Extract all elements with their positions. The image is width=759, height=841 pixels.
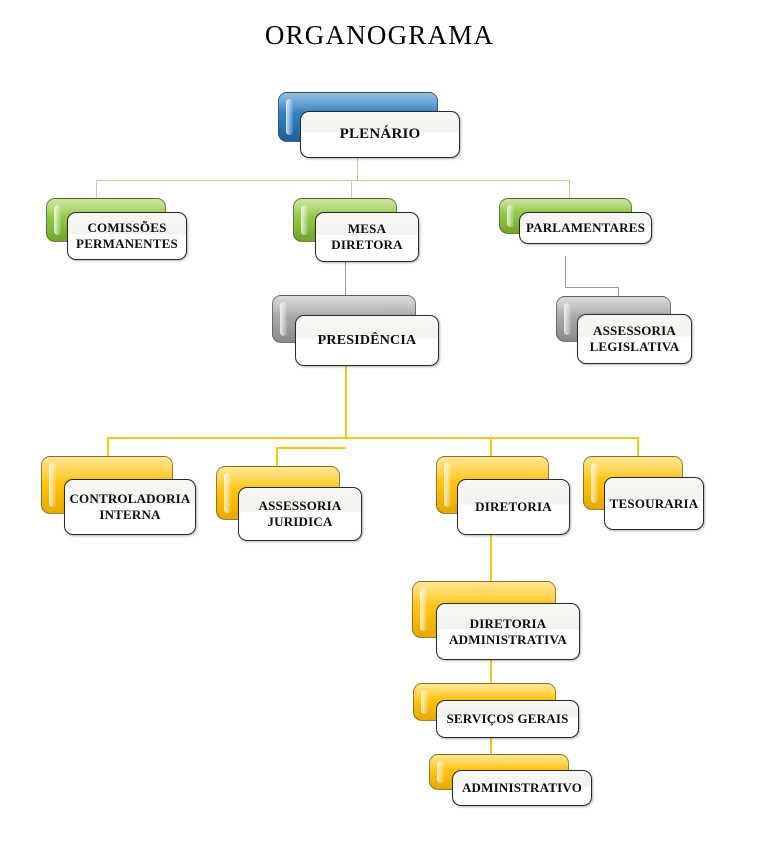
- node-diretoria-administrativa[interactable]: DIRETORIA ADMINISTRATIVA: [412, 581, 580, 660]
- node-diretoria-label: DIRETORIA: [475, 499, 552, 515]
- node-presidencia-card: PRESIDÊNCIA: [295, 315, 439, 366]
- connector-to-diretoria: [490, 437, 492, 458]
- connector-parlamentares-run: [565, 287, 619, 288]
- node-administrativo[interactable]: ADMINISTRATIVO: [429, 754, 592, 806]
- connector-servicos-to-administrativo: [490, 738, 492, 754]
- node-assessoria-legislativa-card: ASSESSORIA LEGISLATIVA: [577, 314, 692, 364]
- connector-to-assessoria-legislativa: [618, 287, 619, 299]
- node-mesa-diretora-label: MESA DIRETORA: [331, 221, 403, 252]
- node-tesouraria-card: TESOURARIA: [604, 477, 704, 530]
- node-controladoria-interna[interactable]: CONTROLADORIA INTERNA: [41, 456, 196, 535]
- connector-to-parlamentares: [569, 180, 570, 203]
- node-assessoria-legislativa[interactable]: ASSESSORIA LEGISLATIVA: [556, 296, 692, 364]
- node-plenario[interactable]: PLENÁRIO: [278, 92, 460, 158]
- node-servicos-gerais-label: SERVIÇOS GERAIS: [446, 711, 569, 727]
- node-presidencia[interactable]: PRESIDÊNCIA: [272, 295, 439, 366]
- node-presidencia-label: PRESIDÊNCIA: [317, 332, 417, 348]
- node-controladoria-interna-card: CONTROLADORIA INTERNA: [64, 479, 196, 535]
- page-title: ORGANOGRAMA: [264, 20, 495, 50]
- node-mesa-diretora-card: MESA DIRETORA: [315, 212, 419, 262]
- connector-presidencia-stem: [345, 366, 347, 439]
- node-administrativo-card: ADMINISTRATIVO: [452, 770, 592, 806]
- connector-to-comissoes: [96, 180, 97, 203]
- connector-to-tesouraria: [637, 437, 639, 458]
- node-administrativo-label: ADMINISTRATIVO: [461, 780, 583, 796]
- node-diretoria-administrativa-card: DIRETORIA ADMINISTRATIVA: [436, 603, 580, 660]
- node-assessoria-juridica-label: ASSESSORIA JURIDICA: [258, 498, 342, 529]
- node-diretoria-administrativa-label: DIRETORIA ADMINISTRATIVA: [449, 615, 567, 647]
- connector-plenario-stem: [357, 156, 358, 181]
- connector-to-assessoria-juridica: [276, 447, 278, 468]
- connector-to-controladoria: [107, 437, 109, 458]
- connector-assessoria-juridica-run: [276, 447, 346, 449]
- connector-mesa-to-presidencia: [345, 262, 346, 296]
- node-comissoes[interactable]: COMISSÕES PERMANENTES: [46, 198, 187, 260]
- node-plenario-label: PLENÁRIO: [339, 126, 421, 143]
- node-servicos-gerais[interactable]: SERVIÇOS GERAIS: [413, 683, 579, 738]
- connector-diretoria-to-administrativa: [490, 534, 492, 583]
- node-comissoes-card: COMISSÕES PERMANENTES: [67, 212, 187, 260]
- connector-to-mesa: [351, 180, 352, 203]
- node-mesa-diretora[interactable]: MESA DIRETORA: [293, 198, 419, 262]
- connector-administrativa-to-servicos: [490, 660, 492, 683]
- node-plenario-card: PLENÁRIO: [300, 111, 460, 158]
- connector-level2-bus: [96, 180, 570, 181]
- node-tesouraria[interactable]: TESOURARIA: [583, 456, 704, 530]
- node-parlamentares-label: PARLAMENTARES: [525, 220, 646, 236]
- node-parlamentares[interactable]: PARLAMENTARES: [499, 198, 652, 248]
- node-servicos-gerais-card: SERVIÇOS GERAIS: [436, 700, 579, 738]
- node-comissoes-label: COMISSÕES PERMANENTES: [76, 220, 178, 251]
- node-parlamentares-card: PARLAMENTARES: [519, 212, 652, 244]
- node-tesouraria-label: TESOURARIA: [609, 495, 699, 511]
- node-assessoria-juridica[interactable]: ASSESSORIA JURIDICA: [216, 466, 362, 541]
- node-assessoria-legislativa-label: ASSESSORIA LEGISLATIVA: [589, 323, 680, 354]
- node-assessoria-juridica-card: ASSESSORIA JURIDICA: [238, 487, 362, 541]
- connector-level4-bus: [107, 437, 638, 439]
- node-diretoria-card: DIRETORIA: [457, 479, 570, 535]
- node-diretoria[interactable]: DIRETORIA: [436, 456, 570, 535]
- connector-parlamentares-drop: [565, 256, 566, 288]
- node-controladoria-interna-label: CONTROLADORIA INTERNA: [69, 491, 191, 522]
